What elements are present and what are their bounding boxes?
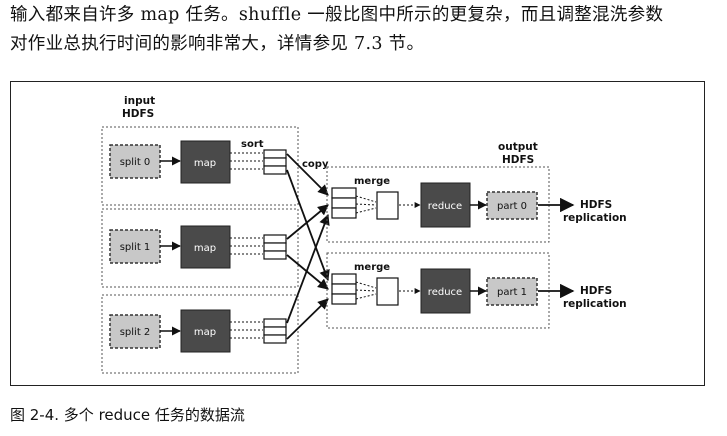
map-label: map <box>194 243 216 254</box>
reduce-label: reduce <box>428 287 462 298</box>
split-label: split 2 <box>120 327 151 338</box>
merge-label: merge <box>354 176 390 187</box>
copy-label: copy <box>302 159 329 170</box>
map-box <box>180 309 231 353</box>
paragraph-line-1: 输入都来自许多 map 任务。shuffle 一般比图中所示的更复杂，而且调整混… <box>10 5 664 25</box>
reduce-task-container <box>326 252 550 329</box>
buffer-cell <box>263 165 287 175</box>
buffer-cell <box>331 187 357 199</box>
part-label: part 0 <box>497 201 527 212</box>
map-group-1: split 1 map <box>101 208 299 288</box>
replication-label: replication <box>563 298 627 310</box>
map-box <box>180 140 231 184</box>
buffer-cell <box>331 273 357 285</box>
split-label: split 1 <box>120 242 151 253</box>
buffer-cell <box>263 234 287 244</box>
map-group-2: split 2 map <box>101 294 299 374</box>
buffer-cell <box>263 242 287 252</box>
buffer-cell <box>331 207 357 219</box>
buffer-cell <box>263 149 287 159</box>
arrow <box>286 153 329 196</box>
arrow <box>355 195 377 203</box>
input-label-1: input <box>124 95 155 107</box>
paragraph-line-2: 对作业总执行时间的影响非常大，详情参见 7.3 节。 <box>10 34 425 54</box>
map-task-container <box>101 126 299 206</box>
arrow <box>286 213 330 324</box>
buffer-cell <box>263 334 287 344</box>
output-label-1: output <box>498 141 538 153</box>
output-label-2: HDFS <box>502 154 534 166</box>
buffer-cell <box>331 283 357 295</box>
arrow <box>286 298 329 340</box>
arrow <box>286 169 330 282</box>
part-label: part 1 <box>497 287 527 298</box>
map-task-container <box>101 208 299 288</box>
arrow <box>355 293 377 300</box>
map-group-0: split 0 map <box>101 126 299 206</box>
reduce-group-0: merge reduce part 0 HDFS replication <box>326 166 627 243</box>
buffer-cell <box>263 326 287 336</box>
merged-buffer <box>376 191 399 220</box>
map-box <box>180 225 231 269</box>
hdfs-label: HDFS <box>580 199 612 211</box>
map-label: map <box>194 327 216 338</box>
arrow <box>355 203 377 206</box>
part-box <box>486 191 538 220</box>
figure-caption: 图 2-4. 多个 reduce 任务的数据流 <box>10 406 245 424</box>
split-label: split 0 <box>120 157 151 168</box>
hdfs-label: HDFS <box>580 285 612 297</box>
arrow <box>355 289 377 292</box>
split-box <box>109 229 161 264</box>
reduce-label: reduce <box>428 201 462 212</box>
buffer-cell <box>331 197 357 209</box>
reduce-box <box>420 268 471 314</box>
merge-label: merge <box>354 262 390 273</box>
sort-label: sort <box>241 139 264 150</box>
reduce-group-1: merge reduce part 1 HDFS replication <box>326 252 627 329</box>
buffer-cell <box>263 250 287 260</box>
buffer-cell <box>263 318 287 328</box>
arrow <box>286 254 329 290</box>
buffer-cell <box>331 293 357 305</box>
arrow <box>355 207 377 214</box>
part-box <box>486 277 538 306</box>
arrow <box>286 204 329 240</box>
buffer-cell <box>263 157 287 167</box>
reduce-box <box>420 182 471 228</box>
map-label: map <box>194 158 216 169</box>
arrow <box>355 281 377 289</box>
map-task-container <box>101 294 299 374</box>
replication-label: replication <box>563 212 627 224</box>
reduce-task-container <box>326 166 550 243</box>
mapreduce-dataflow-diagram: input HDFS output HDFS sort copy split 0… <box>101 95 627 374</box>
figure-frame <box>10 81 705 386</box>
shuffle-arrows <box>286 153 330 340</box>
input-label-2: HDFS <box>122 108 154 120</box>
merged-buffer <box>376 277 399 306</box>
